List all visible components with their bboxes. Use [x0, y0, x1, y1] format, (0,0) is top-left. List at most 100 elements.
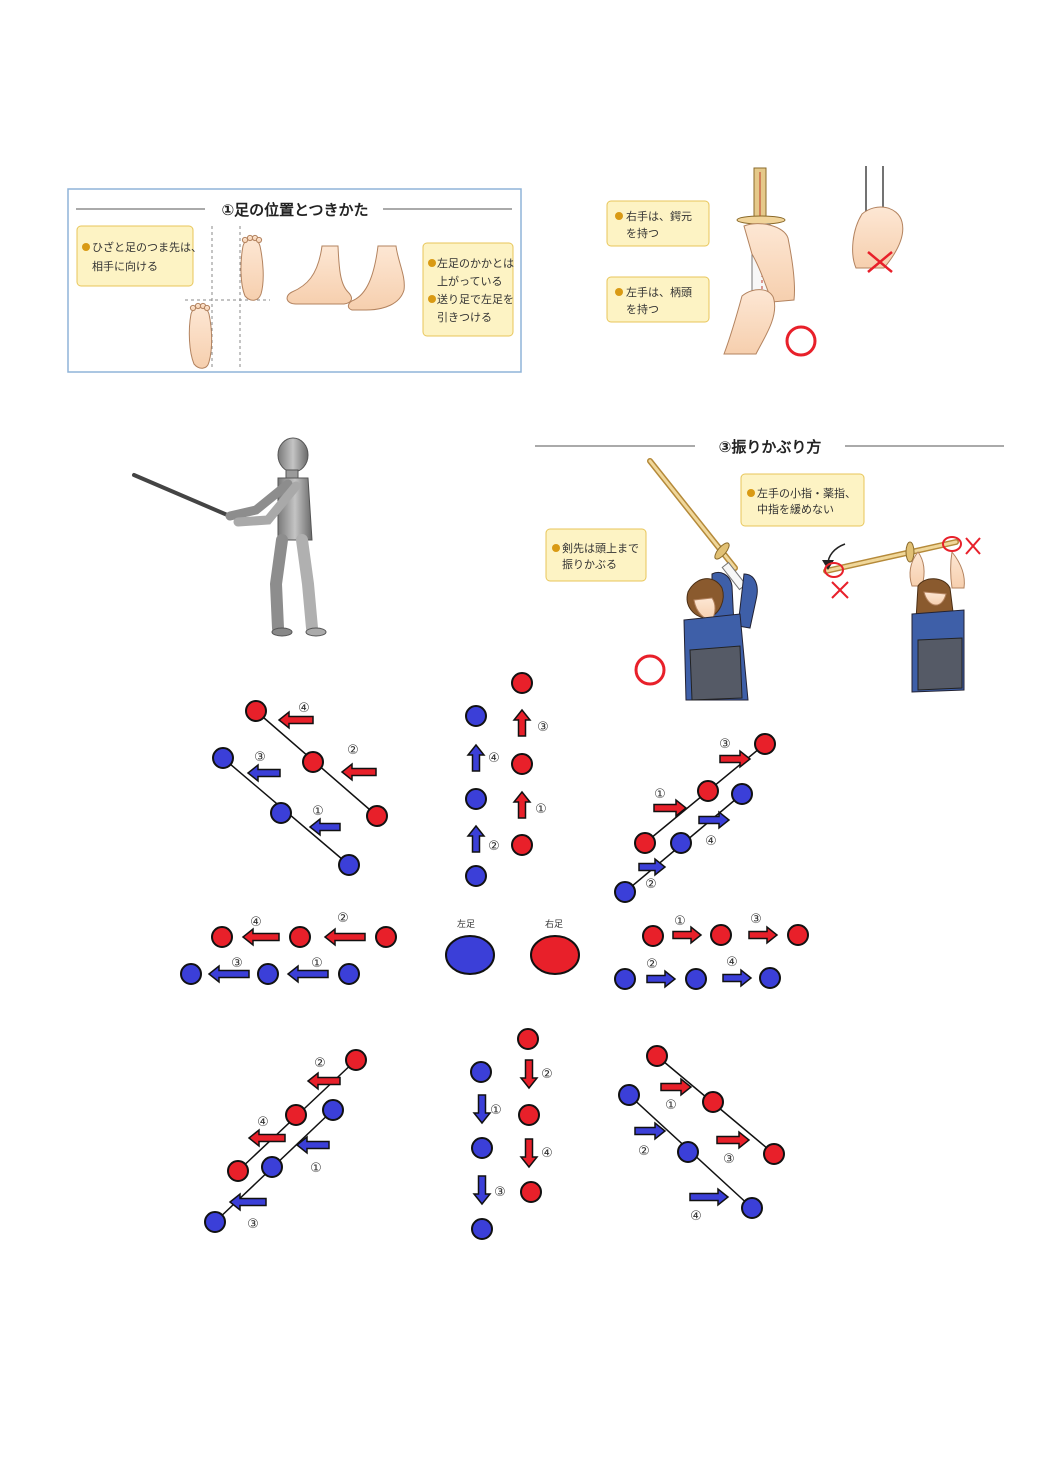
right-foot-marker: [697, 780, 719, 802]
step-arrow-icon: [646, 969, 677, 989]
left-foot-marker: [257, 963, 279, 985]
step-label: ②: [645, 877, 657, 892]
step-label: ④: [541, 1146, 553, 1161]
step-arrow-icon: [306, 1071, 341, 1091]
left-foot-marker: [670, 832, 692, 854]
panel-swing-overhead: ③振りかぶり方 剣先は頭上まで 振りかぶる 左手の小指・薬指、 中指を緩めない: [535, 438, 1004, 701]
note-sword-tip: 剣先は頭上まで 振りかぶる: [545, 528, 647, 582]
left-foot-marker: [465, 705, 487, 727]
note-right-hand-line1: 右手は、鍔元: [626, 209, 692, 223]
right-foot-marker: [634, 832, 656, 854]
right-foot-marker: [520, 1181, 542, 1203]
panel-foot-position: ①足の位置とつきかた ひざと足のつま先は、 相手に向ける: [67, 188, 522, 373]
step-arrow-icon: [722, 968, 753, 988]
step-label: ①: [310, 1161, 322, 1176]
step-arrow-icon: [719, 749, 752, 769]
step-arrow-icon: [660, 1077, 693, 1097]
step-label: ①: [311, 956, 323, 971]
left-foot-marker: [212, 747, 234, 769]
note-knee-toe-line2: 相手に向ける: [92, 259, 158, 273]
right-foot-marker: [511, 672, 533, 694]
right-foot-marker: [289, 926, 311, 948]
step-arrow-icon: [653, 798, 688, 818]
raised-heel-foot-side-view-icon: [347, 245, 405, 311]
legend-right-foot-label: 右足: [545, 918, 563, 930]
correct-mark-icon: [785, 325, 817, 357]
right-foot-marker: [511, 834, 533, 856]
left-foot-marker: [677, 1141, 699, 1163]
note-fingers-line1: 左手の小指・薬指、: [757, 486, 856, 500]
panel3-title: ③振りかぶり方: [719, 438, 822, 456]
right-foot-marker: [517, 1028, 539, 1050]
step-arrow-icon: [466, 743, 486, 772]
step-arrow-icon: [241, 927, 280, 947]
step-label: ①: [312, 804, 324, 819]
flat-foot-side-view-icon: [286, 245, 352, 305]
right-foot-marker: [366, 805, 388, 827]
left-foot-marker: [741, 1197, 763, 1219]
step-arrow-icon: [228, 1192, 267, 1212]
right-foot-marker: [702, 1091, 724, 1113]
incorrect-mark-tip-icon: [824, 562, 849, 599]
step-label: ③: [537, 720, 549, 735]
right-foot-marker: [285, 1104, 307, 1126]
step-label: ④: [705, 834, 717, 849]
step-label: ③: [247, 1217, 259, 1232]
right-foot-marker: [375, 926, 397, 948]
step-label: ②: [314, 1056, 326, 1071]
right-foot-marker: [763, 1143, 785, 1165]
incorrect-mark-icon: [867, 251, 893, 273]
note-sword-tip-line1: 剣先は頭上まで: [562, 542, 639, 555]
note-knee-toe-line1: ひざと足のつま先は、: [92, 240, 202, 254]
left-foot-top-view-icon: [188, 302, 213, 369]
step-arrow-icon: [246, 763, 281, 783]
right-foot-marker: [245, 700, 267, 722]
right-foot-marker: [211, 926, 233, 948]
right-foot-marker: [227, 1160, 249, 1182]
note-knee-toe: ひざと足のつま先は、 相手に向ける: [76, 225, 202, 287]
step-arrow-icon: [698, 810, 731, 830]
step-label: ④: [690, 1209, 702, 1224]
step-label: ③: [254, 750, 266, 765]
step-arrow-icon: [512, 790, 532, 819]
step-arrow-icon: [308, 817, 341, 837]
step-arrow-icon: [519, 1138, 539, 1169]
step-arrow-icon: [295, 1135, 330, 1155]
step-arrow-icon: [512, 708, 532, 737]
note-heel-line2: 上がっている: [437, 274, 502, 288]
left-foot-marker: [180, 963, 202, 985]
step-label: ④: [488, 751, 500, 766]
left-foot-marker: [731, 783, 753, 805]
step-label: ①: [490, 1103, 502, 1118]
step-label: ①: [535, 802, 547, 817]
step-label: ①: [665, 1098, 677, 1113]
step-arrow-icon: [247, 1128, 286, 1148]
left-foot-marker: [759, 967, 781, 989]
left-foot-marker: [614, 968, 636, 990]
step-arrow-icon: [472, 1094, 492, 1125]
left-foot-marker: [270, 802, 292, 824]
step-label: ③: [723, 1152, 735, 1167]
step-label: ③: [719, 737, 731, 752]
left-foot-marker: [338, 963, 360, 985]
right-foot-marker: [511, 753, 533, 775]
right-foot-marker: [302, 751, 324, 773]
step-label: ①: [674, 914, 686, 929]
right-foot-marker: [710, 924, 732, 946]
step-label: ④: [726, 955, 738, 970]
note-right-hand-line2: を持つ: [626, 226, 659, 240]
step-arrow-icon: [466, 824, 486, 853]
kendoka-incorrect-overhead-icon: [823, 539, 965, 693]
incorrect-mark-grip-icon: [942, 536, 981, 555]
panel1-title: ①足の位置とつきかた: [221, 201, 368, 219]
note-heel-raised: 左足のかかとは 上がっている 送り足で左足を 引きつける: [422, 242, 514, 337]
note-heel-line4: 引きつける: [437, 310, 492, 324]
step-label: ④: [298, 701, 310, 716]
right-foot-marker: [642, 925, 664, 947]
step-arrow-icon: [716, 1130, 751, 1150]
step-label: ②: [337, 911, 349, 926]
step-arrow-icon: [689, 1187, 730, 1207]
note-fingers: 左手の小指・薬指、 中指を緩めない: [740, 473, 865, 527]
